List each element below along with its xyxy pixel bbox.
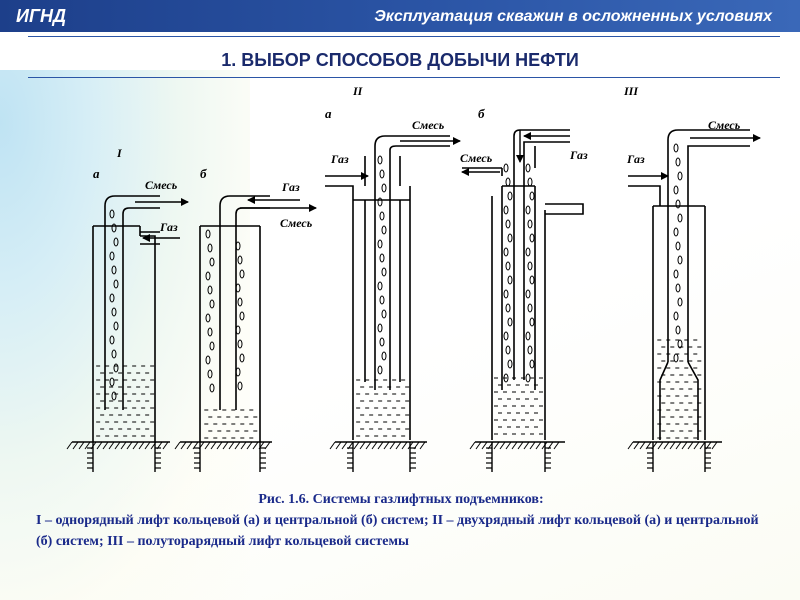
gas-label-1a: Газ	[159, 220, 178, 234]
bubbles-1a	[109, 209, 119, 401]
well-2b-casing	[491, 196, 584, 440]
liquid-1b	[204, 409, 258, 439]
bubbles-3	[673, 143, 683, 363]
liquid-1a	[96, 365, 155, 437]
group-label-ii: II	[352, 84, 364, 98]
header-divider	[28, 36, 780, 37]
ground-1b	[174, 441, 272, 472]
figure-caption: Рис. 1.6. Системы газлифтных подъемников…	[36, 489, 766, 552]
bubbles-2a	[377, 155, 387, 375]
gas-label-1b: Газ	[281, 180, 300, 194]
well-1b-casing	[199, 225, 261, 442]
variant-label-1a: а	[93, 166, 100, 181]
liquid-2b	[494, 377, 543, 435]
ground-1a	[66, 441, 170, 472]
caption-title: Рис. 1.6. Системы газлифтных подъемников…	[258, 492, 544, 507]
bubbles-1b-outer	[235, 241, 245, 391]
variant-label-2a: а	[325, 106, 332, 121]
well-1a-tubing	[104, 195, 160, 410]
well-2a-inner-tubing	[374, 135, 450, 390]
mix-label-1b: Смесь	[280, 216, 313, 230]
variant-label-2b: б	[478, 106, 485, 121]
gas-label-2b: Газ	[569, 148, 588, 162]
mix-label-2b: Смесь	[460, 151, 493, 165]
gas-label-2a: Газ	[330, 152, 349, 166]
group-label-iii: III	[623, 84, 639, 98]
variant-label-1b: б	[200, 166, 207, 181]
liquid-2a	[356, 379, 410, 437]
mix-label-3: Смесь	[708, 118, 741, 132]
well-2a-casing	[325, 185, 411, 440]
mix-label-1a: Смесь	[145, 178, 178, 192]
mix-label-2a: Смесь	[412, 118, 445, 132]
slide-title: 1. ВЫБОР СПОСОБОВ ДОБЫЧИ НЕФТИ	[221, 50, 579, 70]
header-course-title: Эксплуатация скважин в осложненных услов…	[374, 8, 772, 25]
well-1b-tubing	[219, 195, 270, 410]
liquid-3	[657, 339, 702, 439]
group-label-i: I	[116, 146, 123, 160]
bubbles-1b	[205, 229, 215, 393]
caption-text: I – однорядный лифт кольцевой (а) и цент…	[36, 513, 759, 549]
ground-2a	[329, 441, 427, 472]
header-bar: ИГНД Эксплуатация скважин в осложненных …	[0, 0, 800, 32]
bubbles-2b	[503, 163, 513, 383]
well-1a-gas-inlet	[140, 231, 160, 245]
ground-3	[627, 441, 722, 472]
ground-2b	[469, 441, 565, 472]
well-2a-outer-tubing	[364, 156, 401, 382]
well-3-tubing	[659, 129, 750, 440]
bubbles-2b-outer	[525, 163, 535, 383]
well-2b-inner-tubing	[513, 129, 570, 380]
header-org-label: ИГНД	[16, 6, 66, 26]
title-divider	[28, 77, 780, 78]
gas-label-3: Газ	[626, 152, 645, 166]
well-1a-casing	[92, 225, 156, 442]
well-3-casing	[628, 185, 706, 440]
